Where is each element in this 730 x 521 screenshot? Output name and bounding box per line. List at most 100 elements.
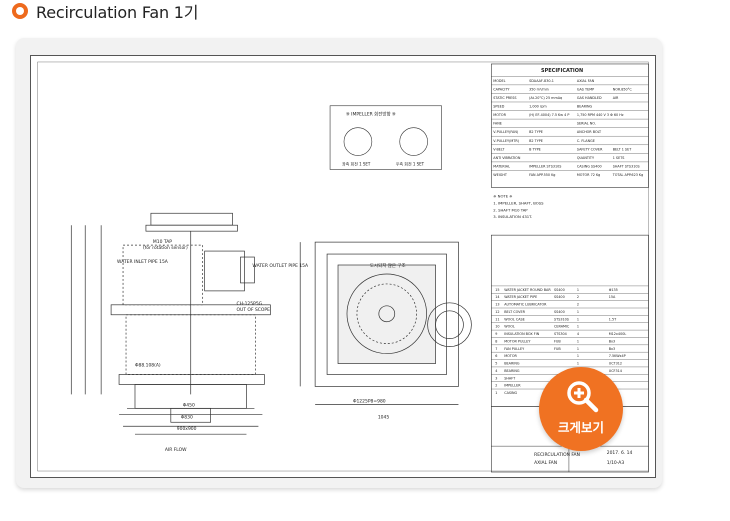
front-view-labels: 도시되지 않은 구조 Φ1225P8=980 1045 — [353, 262, 406, 420]
part-cell: 4 — [495, 369, 497, 373]
spec-title: SPECIFICATION — [541, 68, 583, 74]
part-cell: 1 — [577, 288, 579, 292]
part-cell: 1 — [577, 310, 579, 314]
part-cell: MOTOR PULLEY — [504, 339, 531, 343]
out-of-scope-label: OUT OF SCOPE — [237, 307, 271, 313]
spec-cell: (At.20°C) 25 mmAq — [529, 96, 562, 100]
part-cell: CASING — [504, 391, 517, 395]
spec-cell: IMPELLER STS310S — [529, 164, 561, 168]
part-cell: BELT COVER — [504, 310, 525, 314]
left-dim-label: Φ88.108(A) — [135, 363, 161, 369]
part-cell: 1 — [577, 347, 579, 351]
note-line: ※ NOTE ※ — [493, 193, 512, 198]
part-cell: 3 — [495, 376, 497, 380]
part-cell: 7.5KWx4P — [609, 354, 626, 358]
dim-450-label: Φ450 — [183, 402, 195, 408]
part-cell: INSULATION BOX FIN — [504, 332, 539, 336]
impeller-box-title: ※ IMPELLER 회전방향 ※ — [346, 111, 396, 118]
spec-cell: ANTI VIBRATION — [493, 156, 521, 160]
part-cell: 2 — [577, 295, 579, 299]
part-cell: WATER JACKET PIPE — [504, 295, 537, 299]
m10-tap-label: M10 TAP — [153, 239, 172, 245]
part-cell: 13 — [495, 303, 499, 307]
spec-cell: FAN APP.550 Kg — [529, 173, 555, 177]
part-cell: 8 — [495, 339, 497, 343]
spec-cell: QUANTITY — [577, 156, 595, 160]
drawing-date: 2017. 6. 14 — [607, 450, 633, 456]
center-note-label: 도시되지 않은 구조 — [370, 262, 406, 269]
part-cell: Φ135 — [609, 288, 618, 292]
part-cell: 1 — [577, 339, 579, 343]
specification-table: SPECIFICATION MODEL SDAAAF-830-1 AXIAL FAN… — [490, 63, 649, 219]
part-cell: FUB — [554, 347, 561, 351]
part-cell: WOOL — [504, 325, 515, 329]
front-view — [299, 241, 472, 405]
part-cell: SS400 — [554, 288, 565, 292]
spec-cell: GAS TEMP — [577, 87, 594, 91]
spec-cell: ANCHOR BOLT — [577, 130, 602, 134]
notes-list: ※ NOTE ※ 1. IMPELLER, SHAFT, BOSS 2. SHAFT… — [493, 193, 544, 219]
part-cell: Bx3 — [609, 339, 615, 343]
part-cell: 7 — [495, 347, 497, 351]
part-cell: WATER JACKET ROUND BAR — [504, 288, 551, 292]
spec-cell: V-BELT — [493, 147, 505, 151]
impeller-box: ※ IMPELLER 회전방향 ※ 좌측 회전 1 SET 우측 회전 1 SE… — [329, 105, 442, 170]
part-cell: 5 — [495, 362, 497, 366]
part-cell: 2 — [495, 384, 497, 388]
drawing-type: AXIAL FAN — [534, 460, 557, 466]
magnifier-plus-icon — [567, 381, 599, 413]
part-cell: Bx3 — [609, 347, 615, 351]
part-cell: 6 — [495, 354, 497, 358]
water-inlet-label: WATER INLET PIPE 15A — [117, 259, 169, 265]
spec-cell: MOTOR 72 Kg — [577, 173, 600, 177]
spec-cell: MODEL — [493, 79, 505, 83]
spec-cell: 1 SETS — [613, 156, 625, 160]
zoom-button[interactable]: 크게보기 — [539, 367, 623, 451]
part-cell: 12 — [495, 310, 499, 314]
part-cell: SS400 — [554, 295, 565, 299]
part-cell: UCF314 — [609, 369, 622, 373]
part-cell: 1 — [577, 354, 579, 358]
spec-cell: AXIAL FAN — [577, 79, 595, 83]
part-cell: M12x400L — [609, 332, 627, 336]
spec-cell: WEIGHT — [493, 173, 508, 177]
spec-cell: SDAAAF-830-1 — [529, 79, 554, 83]
part-cell: CERAMIC — [554, 325, 570, 329]
part-cell: 1 — [495, 391, 497, 395]
dim-960-label: Φ1225P8=980 — [353, 398, 386, 404]
spec-cell: BELT 1 SET — [613, 147, 632, 151]
zoom-label: 크게보기 — [557, 420, 604, 435]
drawing-name: RECIRCULATION FAN — [534, 452, 580, 458]
part-cell: 1 — [577, 362, 579, 366]
part-cell: SHAFT — [504, 376, 516, 380]
spec-cell: (H) EF-4004) 7.5 Kw 4 P — [529, 113, 569, 117]
part-cell: 11 — [495, 317, 499, 321]
spec-cell: NOR.850°C — [613, 87, 633, 91]
part-cell: FAN PULLEY — [504, 347, 525, 351]
part-cell: IMPELLER — [504, 384, 521, 388]
part-cell: FUB — [554, 339, 561, 343]
spec-cell: V-PULLEY(MTR) — [493, 139, 519, 143]
part-cell: MOTOR — [504, 354, 517, 358]
part-cell: 1.5T — [609, 317, 617, 321]
impeller-caption-right: 우측 회전 1 SET — [396, 161, 425, 166]
part-cell: AUTOMATIC LUBRICATOR — [504, 303, 547, 307]
part-cell: STS304 — [554, 332, 567, 336]
note-line: 2. SHAFT M10 TAP — [493, 207, 528, 212]
part-cell: STS310S — [554, 317, 569, 321]
part-cell: 9 — [495, 332, 497, 336]
part-cell: 2 — [577, 303, 579, 307]
spec-cell: MATERIAL — [493, 164, 510, 168]
spec-cell: SAFETY COVER — [577, 147, 603, 151]
side-view — [70, 212, 271, 435]
note-line: 1. IMPELLER, SHAFT, BOSS — [493, 200, 544, 205]
part-cell: 15A — [609, 295, 616, 299]
spec-cell: BEARING — [577, 105, 593, 109]
side-view-labels: M10 TAP (for rotation sensor) WATER INLE… — [117, 239, 309, 453]
page-title: Recirculation Fan 1기 — [36, 3, 199, 22]
spec-cell: STATIC PRESS — [493, 96, 516, 100]
part-cell: SS400 — [554, 310, 565, 314]
spec-cell: C. FLANGE — [577, 139, 595, 143]
part-cell: 14 — [495, 295, 499, 299]
